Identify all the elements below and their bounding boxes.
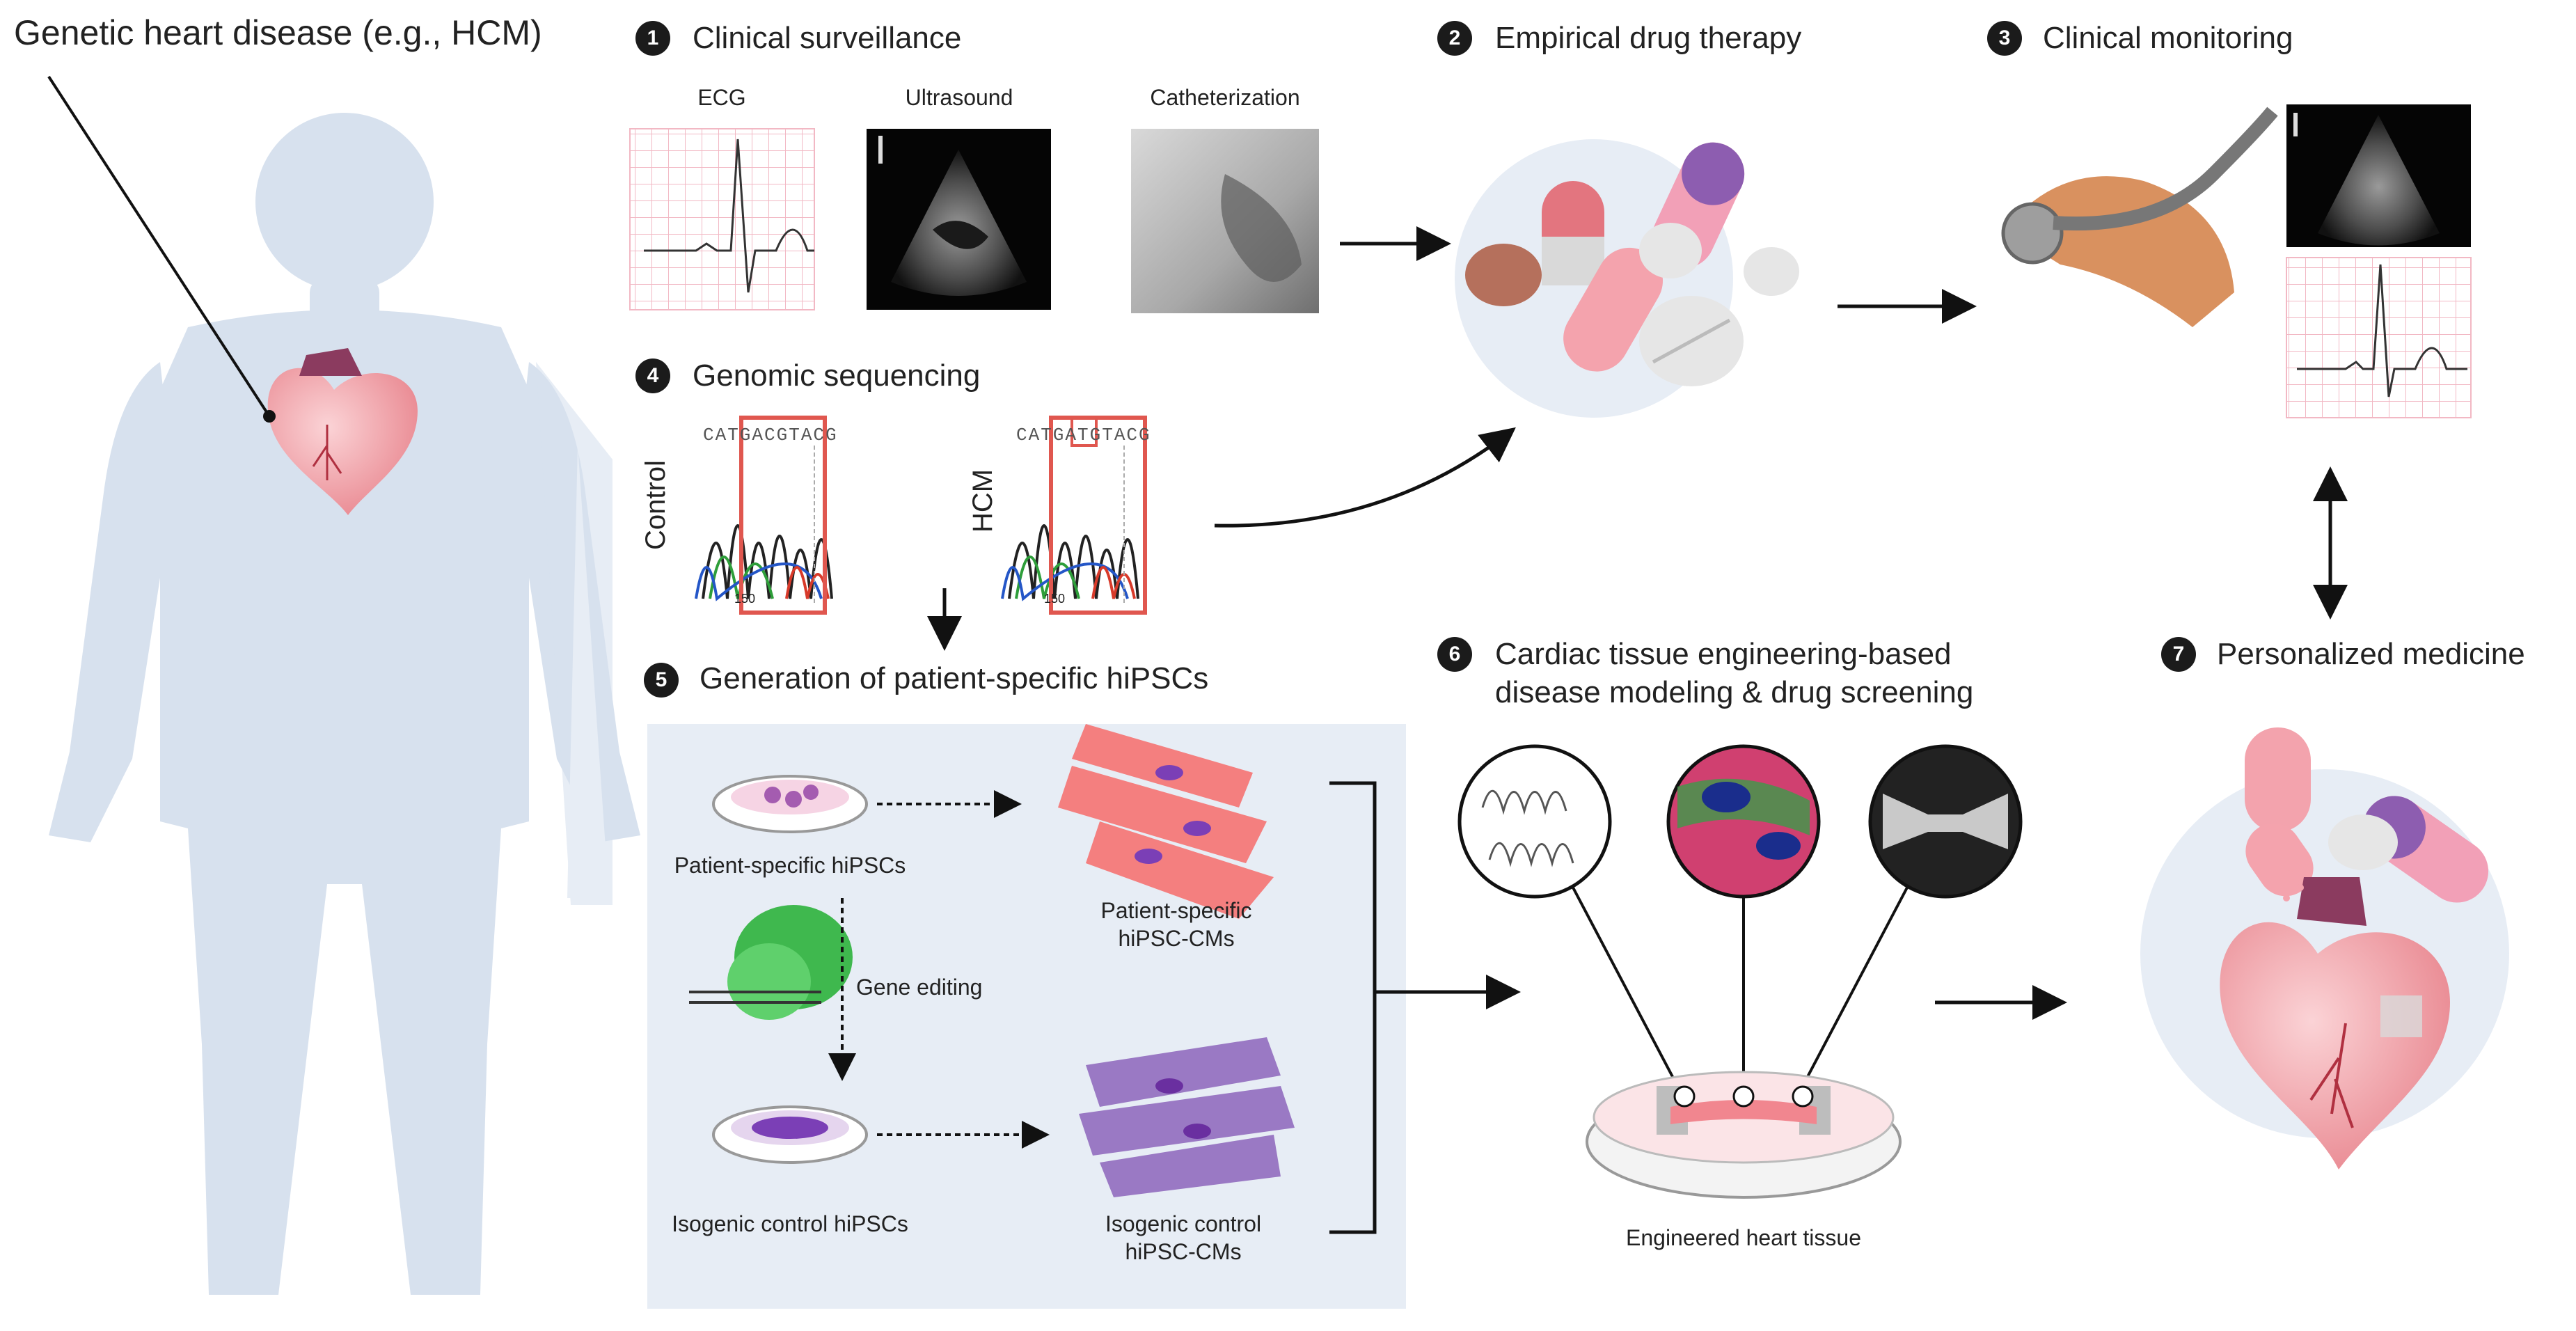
catheterization-image: [1131, 129, 1319, 313]
patient-cms-label-2: hiPSC-CMs: [1118, 926, 1235, 951]
stethoscope-illustration: [2001, 107, 2278, 327]
isogenic-hipscs-label: Isogenic control hiPSCs: [672, 1211, 908, 1236]
control-label: Control: [640, 460, 671, 550]
ecg-label: ECG: [697, 85, 746, 110]
ecg-image: [629, 128, 815, 310]
petri-dish-patient: [712, 775, 868, 833]
monitor-ultrasound-image: [2286, 104, 2471, 247]
isogenic-cms-label-1: Isogenic control: [1105, 1211, 1262, 1236]
patient-cardiomyocytes: [1058, 724, 1274, 919]
engineered-heart-tissue-device: [1586, 1071, 1902, 1199]
step-3-title: Clinical monitoring: [2043, 21, 2293, 55]
step-2-badge: 2: [1437, 21, 1472, 56]
step-3-badge: 3: [1987, 21, 2022, 56]
hcm-chromatogram: [1001, 416, 1147, 615]
control-tick: 150: [734, 592, 756, 606]
step-1-title: Clinical surveillance: [693, 21, 962, 55]
control-chromatogram: [695, 416, 833, 615]
control-sequence: CATGACGTACG: [703, 425, 838, 446]
monitor-ecg-image: [2286, 257, 2472, 418]
step-1-badge: 1: [635, 21, 670, 56]
step-7-title: Personalized medicine: [2217, 637, 2525, 671]
step-2-title: Empirical drug therapy: [1495, 21, 1802, 55]
hcm-sequence: CATGATGTACG: [1016, 425, 1151, 446]
hcm-label: HCM: [967, 468, 998, 533]
pills-illustration: [1455, 139, 1799, 418]
isogenic-cms-label-2: hiPSC-CMs: [1125, 1239, 1242, 1264]
step-4-badge: 4: [635, 359, 670, 393]
step-6-title-line2: disease modeling & drug screening: [1495, 675, 1974, 709]
petri-dish-isogenic: [712, 1105, 868, 1164]
crispr-icon: [689, 905, 853, 1020]
isogenic-cardiomyocytes: [1079, 1037, 1295, 1197]
step-6-title-line1: Cardiac tissue engineering-based: [1495, 637, 1952, 671]
gene-editing-label: Gene editing: [856, 975, 983, 1000]
ultrasound-image: [867, 129, 1051, 310]
heart-icon: [267, 348, 418, 515]
step-5-title: Generation of patient-specific hiPSCs: [700, 661, 1209, 695]
ultrasound-label: Ultrasound: [905, 85, 1013, 110]
fluorescence-circle: [1666, 744, 1821, 899]
step-4-title: Genomic sequencing: [693, 359, 981, 393]
tissue-micrograph-circle: [1868, 744, 2023, 899]
force-trace-circle: [1457, 744, 1612, 899]
human-silhouette: [49, 113, 640, 1295]
catheterization-label: Catheterization: [1150, 85, 1300, 110]
step-5-badge: 5: [644, 663, 679, 698]
step-6-badge: 6: [1437, 637, 1472, 672]
main-title: Genetic heart disease (e.g., HCM): [14, 13, 542, 52]
hcm-tick: 150: [1044, 592, 1066, 606]
pointer-line: [47, 75, 269, 416]
patient-hipscs-label: Patient-specific hiPSCs: [674, 853, 906, 878]
patient-cms-label-1: Patient-specific: [1100, 898, 1252, 923]
engineered-heart-tissue-label: Engineered heart tissue: [1626, 1225, 1861, 1250]
step-7-badge: 7: [2161, 637, 2196, 672]
divider-wedge: [567, 446, 609, 898]
personalized-medicine-illustration: [2140, 727, 2509, 1169]
